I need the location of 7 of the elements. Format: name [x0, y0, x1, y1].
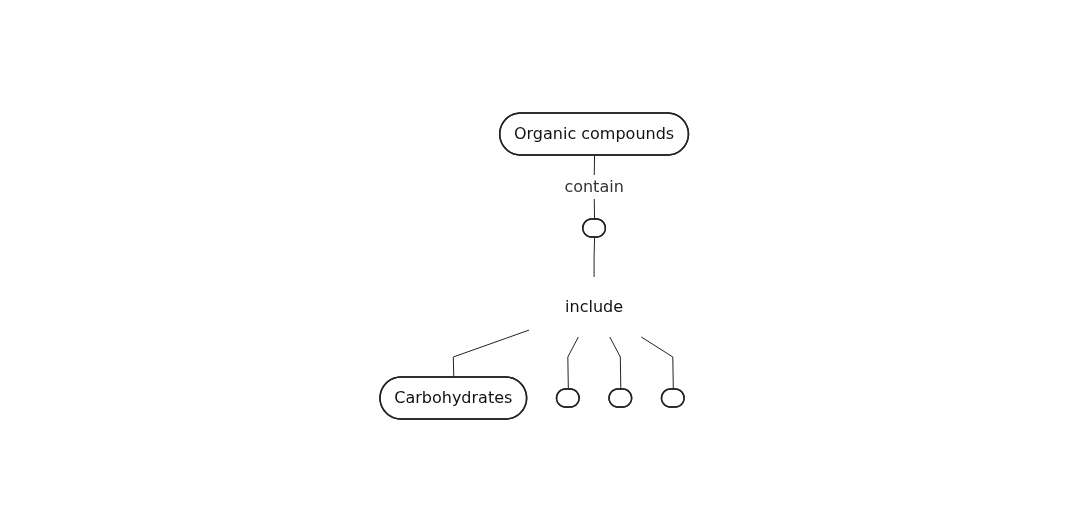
connector — [609, 336, 622, 390]
connector — [452, 329, 530, 378]
connector — [593, 237, 595, 278]
connector — [567, 336, 579, 390]
edge-label: contain — [564, 177, 624, 196]
node-text: include — [564, 296, 623, 316]
connector — [640, 336, 674, 390]
